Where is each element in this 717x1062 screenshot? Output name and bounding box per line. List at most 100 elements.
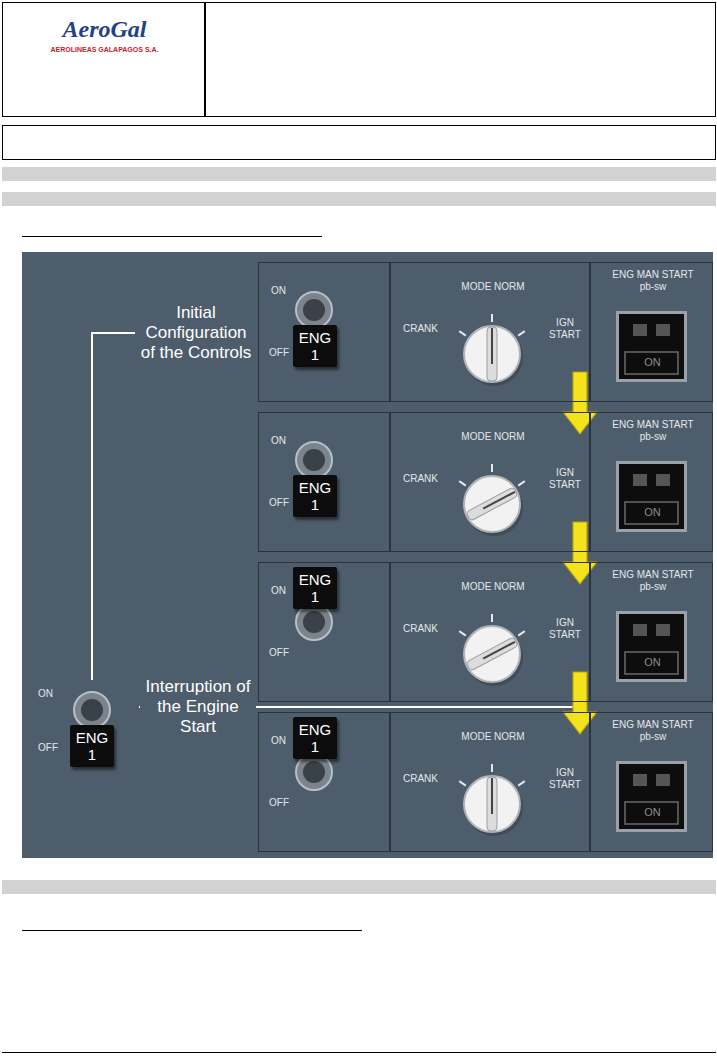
selector-position-label: MODE NORM	[461, 581, 525, 593]
push-button	[619, 314, 684, 379]
grey-bar	[2, 192, 716, 206]
switch-toggle-label: ENG 1	[293, 325, 337, 367]
on-legend-frame	[625, 352, 678, 374]
knob-tick	[459, 331, 466, 336]
toggle-hole	[303, 299, 325, 321]
button-light	[656, 324, 670, 336]
pushbutton-legend: ON	[626, 655, 679, 669]
header-box	[205, 2, 716, 117]
engine-master-panel: ONOFFENG 1	[258, 562, 390, 702]
switch-position-label: OFF	[269, 797, 289, 809]
manual-start-panel: ENG MAN START pb-swON	[590, 262, 713, 402]
switch-position-label: ON	[271, 435, 286, 447]
knob-index	[491, 328, 493, 364]
selector-position-label: IGN START	[543, 317, 587, 341]
knob-tick	[491, 464, 493, 472]
button-light	[633, 474, 647, 486]
knob-pointer	[466, 637, 518, 671]
button-light	[656, 474, 670, 486]
underline	[22, 930, 362, 931]
toggle-ring	[296, 442, 332, 478]
switch-position-label: OFF	[269, 497, 289, 509]
connector	[92, 327, 257, 680]
connector-label: Interruption of the Engine Start	[140, 676, 256, 738]
grey-bar	[2, 880, 716, 894]
connector	[563, 522, 597, 584]
button-light	[633, 774, 647, 786]
connector	[563, 372, 597, 434]
rotary-knob	[464, 626, 520, 682]
on-legend-frame	[625, 502, 678, 524]
pushbutton-label: ENG MAN START pb-sw	[605, 569, 701, 593]
button-bezel	[616, 311, 687, 382]
rotary-knob	[464, 326, 520, 382]
mode-selector-panel: MODE NORMCRANKIGN START	[390, 412, 590, 552]
knob-pointer	[466, 487, 518, 521]
sequence-arrow	[563, 522, 597, 584]
engine-master-panel: ON OFF ENG 1	[258, 262, 390, 402]
pushbutton-label: ENG MAN START pb-sw	[605, 269, 701, 293]
grey-bar	[2, 167, 716, 181]
push-button	[619, 614, 684, 679]
switch-toggle-label: ENG 1	[70, 725, 114, 767]
knob-tick	[491, 764, 493, 772]
selector-position-label: IGN START	[543, 467, 587, 491]
selector-position-label: MODE NORM	[461, 281, 525, 293]
switch-position-label: OFF	[38, 742, 58, 754]
switch-toggle-label: ENG 1	[293, 567, 337, 609]
pushbutton-legend: ON	[626, 805, 679, 819]
knob-tick	[459, 631, 466, 636]
switch-position-label: OFF	[269, 347, 289, 359]
selector-position-label: CRANK	[403, 623, 438, 635]
selector-position-label: IGN START	[543, 767, 587, 791]
pushbutton-label: ENG MAN START pb-sw	[605, 719, 701, 743]
mode-selector-panel: MODE NORMCRANKIGN START	[390, 562, 590, 702]
knob-tick	[491, 314, 493, 322]
logo-subtitle: AEROLINEAS GALAPAGOS S.A.	[3, 45, 206, 54]
toggle-hole	[303, 449, 325, 471]
switch-position-label: ON	[38, 688, 53, 700]
switch-position-label: ON	[271, 735, 286, 747]
rotary-knob	[464, 776, 520, 832]
connector-line	[92, 333, 257, 680]
manual-start-panel: ENG MAN START pb-swON	[590, 412, 713, 552]
engine-master-switch: ON OFF ENG 1	[38, 680, 138, 775]
footer-line	[2, 1052, 716, 1053]
knob-bar	[466, 487, 518, 521]
switch-toggle-label: ENG 1	[293, 475, 337, 517]
logo-title: AeroGal	[3, 15, 206, 43]
logo-box: AeroGalAEROLINEAS GALAPAGOS S.A.	[2, 2, 205, 117]
mode-selector-panel: MODE NORMCRANKIGN START	[390, 262, 590, 402]
toggle-ring	[296, 754, 332, 790]
knob-bar	[487, 777, 497, 831]
on-legend-frame	[625, 652, 678, 674]
knob-pointer	[487, 327, 497, 381]
knob-tick	[518, 781, 525, 786]
mode-selector-panel: MODE NORMCRANKIGN START	[390, 712, 590, 852]
button-bezel	[616, 461, 687, 532]
push-button	[619, 764, 684, 829]
knob-tick	[518, 331, 525, 336]
toggle-hole	[303, 611, 325, 633]
pushbutton-label: ENG MAN START pb-sw	[605, 419, 701, 443]
engine-master-panel: ONOFFENG 1	[258, 712, 390, 852]
manual-start-panel: ENG MAN START pb-swON	[590, 712, 713, 852]
title-box	[2, 125, 716, 160]
knob-tick	[459, 781, 466, 786]
manual-start-panel: ENG MAN START pb-swON	[590, 562, 713, 702]
toggle-ring	[74, 692, 110, 728]
sequence-arrow	[563, 372, 597, 434]
button-bezel	[616, 761, 687, 832]
knob-tick	[491, 614, 493, 622]
button-bezel	[616, 611, 687, 682]
knob-index	[483, 492, 515, 509]
knob-index	[491, 778, 493, 814]
on-legend-frame	[625, 802, 678, 824]
button-light	[656, 774, 670, 786]
knob-index	[483, 642, 515, 659]
knob-tick	[518, 631, 525, 636]
switch-position-label: ON	[271, 285, 286, 297]
toggle-ring	[296, 292, 332, 328]
connector-label: Initial Configuration of the Controls	[135, 302, 257, 364]
